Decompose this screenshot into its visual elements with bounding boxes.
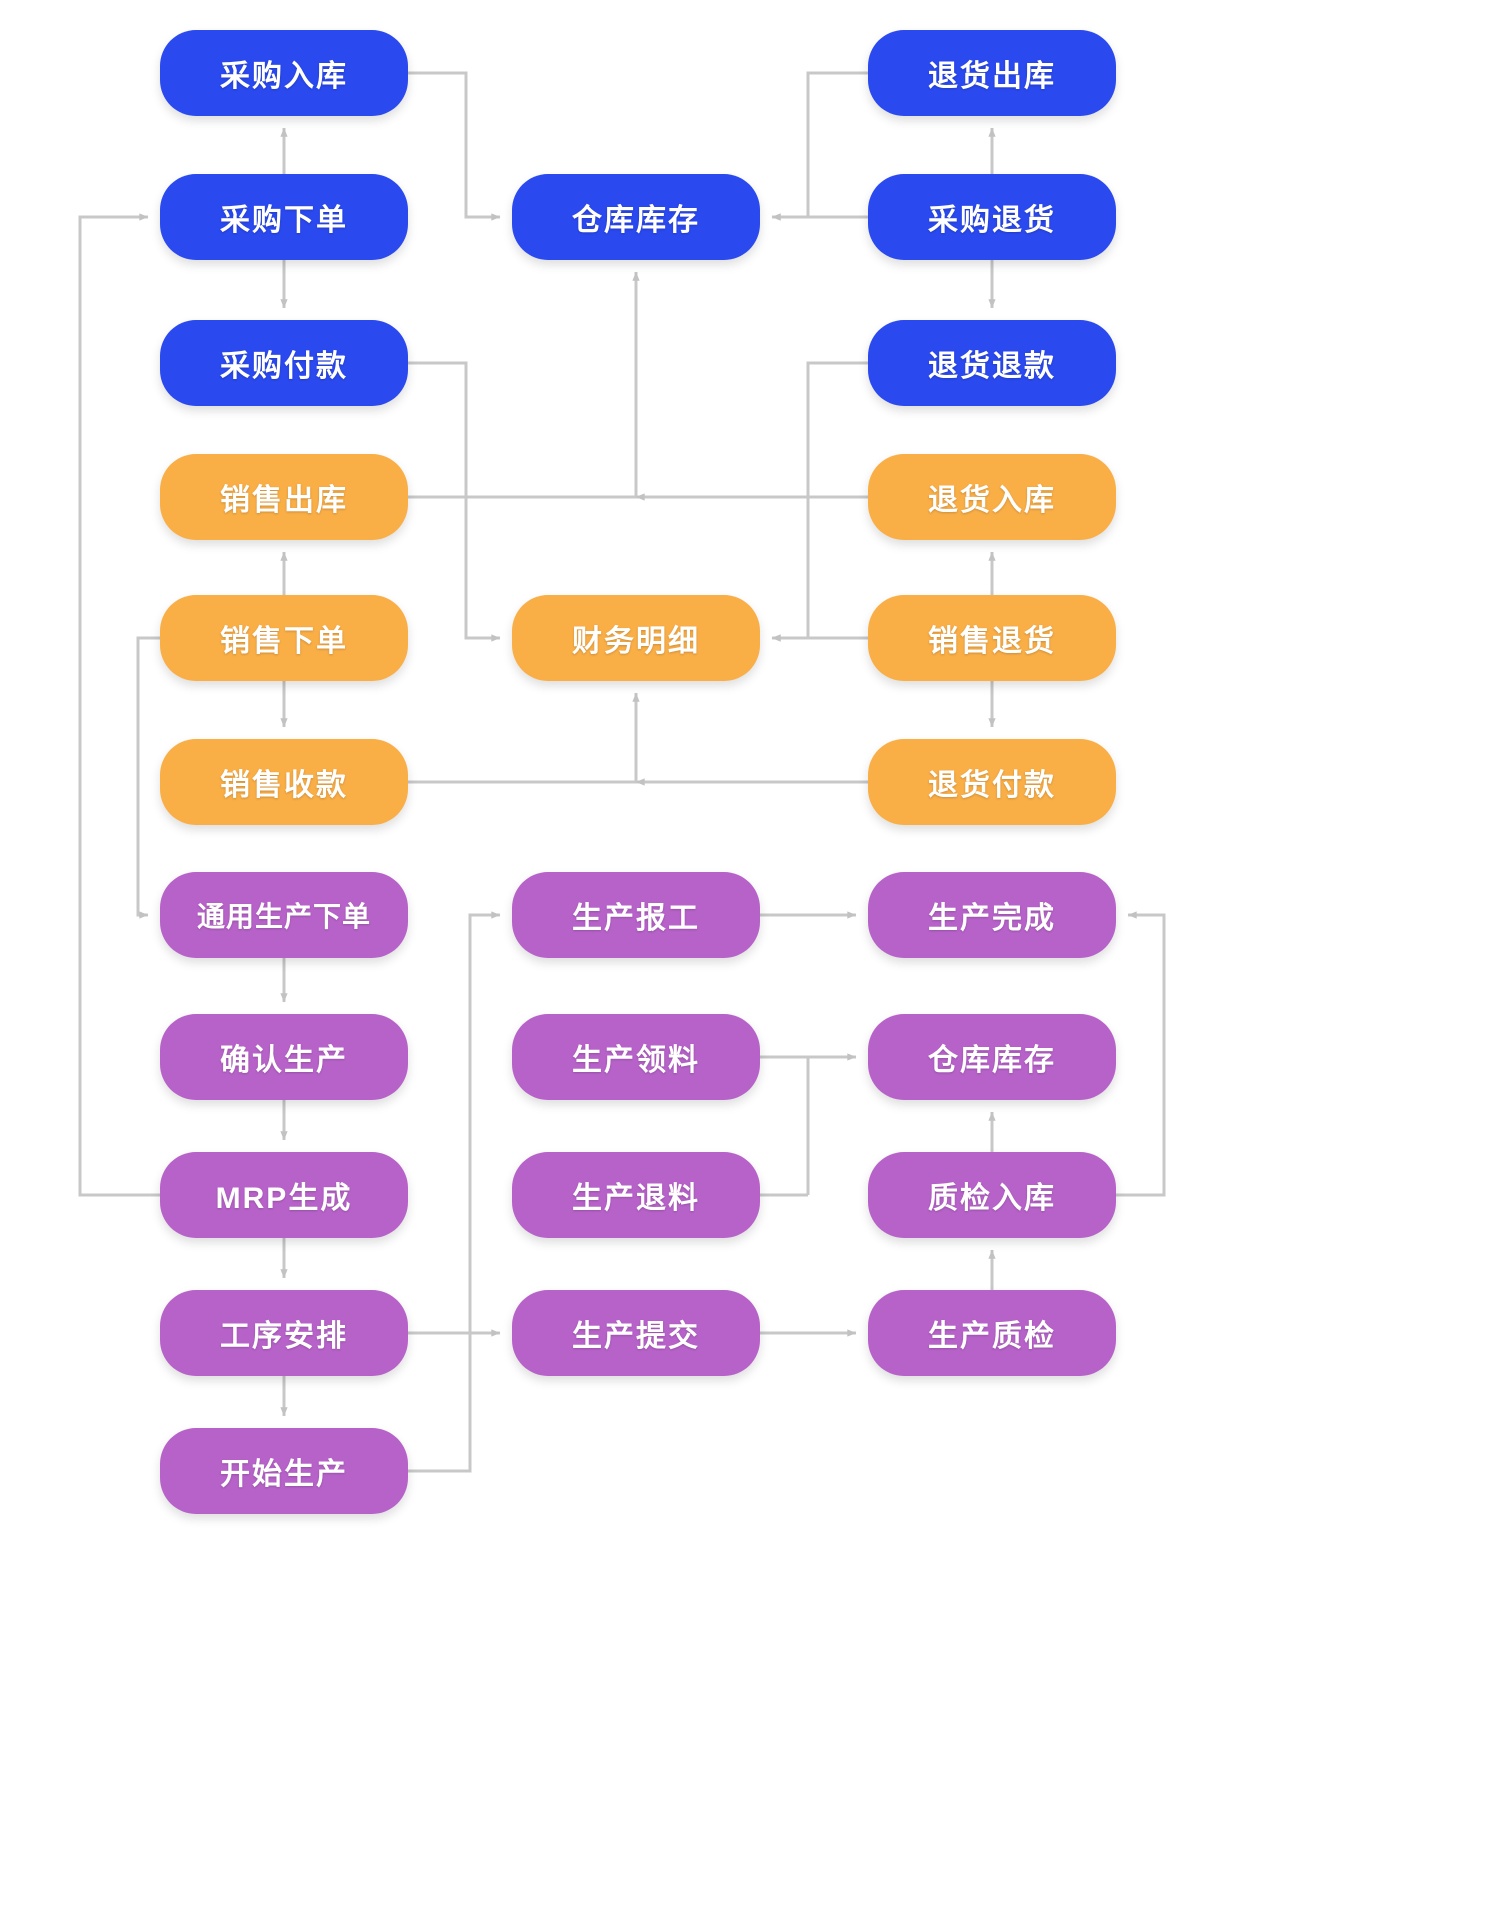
edge-n7-n11 (771, 361, 868, 642)
node-生产报工[interactable]: 生产报工 (512, 872, 760, 958)
node-确认生产[interactable]: 确认生产 (160, 1014, 408, 1100)
edge-n8-n4 (408, 271, 640, 499)
node-退货退款[interactable]: 退货退款 (868, 320, 1116, 406)
node-退货出库[interactable]: 退货出库 (868, 30, 1116, 116)
node-销售出库[interactable]: 销售出库 (160, 454, 408, 540)
edge-n13-n11 (408, 692, 640, 784)
edge-n10-n15 (136, 636, 160, 919)
edge-n23-n17 (1116, 911, 1166, 1197)
edge-n21-n3 (78, 213, 160, 1197)
node-仓库库存-top[interactable]: 仓库库存 (512, 174, 760, 260)
node-销售收款[interactable]: 销售收款 (160, 739, 408, 825)
node-MRP生成[interactable]: MRP生成 (160, 1152, 408, 1238)
node-采购退货[interactable]: 采购退货 (868, 174, 1116, 260)
node-生产领料[interactable]: 生产领料 (512, 1014, 760, 1100)
node-开始生产[interactable]: 开始生产 (160, 1428, 408, 1514)
node-采购下单[interactable]: 采购下单 (160, 174, 408, 260)
node-退货付款[interactable]: 退货付款 (868, 739, 1116, 825)
edge-stub-n19-rail (760, 1055, 810, 1195)
node-生产提交[interactable]: 生产提交 (512, 1290, 760, 1376)
node-财务明细[interactable]: 财务明细 (512, 595, 760, 681)
node-生产质检[interactable]: 生产质检 (868, 1290, 1116, 1376)
node-采购付款[interactable]: 采购付款 (160, 320, 408, 406)
edge-n1-n4 (408, 71, 501, 221)
node-工序安排[interactable]: 工序安排 (160, 1290, 408, 1376)
node-质检入库[interactable]: 质检入库 (868, 1152, 1116, 1238)
node-退货入库[interactable]: 退货入库 (868, 454, 1116, 540)
node-销售下单[interactable]: 销售下单 (160, 595, 408, 681)
node-通用生产下单[interactable]: 通用生产下单 (160, 872, 408, 958)
node-采购入库[interactable]: 采购入库 (160, 30, 408, 116)
edge-n27-n16 (408, 911, 501, 1473)
node-生产退料[interactable]: 生产退料 (512, 1152, 760, 1238)
node-生产完成[interactable]: 生产完成 (868, 872, 1116, 958)
edge-n2-n4 (771, 71, 868, 221)
node-销售退货[interactable]: 销售退货 (868, 595, 1116, 681)
node-仓库库存-bottom[interactable]: 仓库库存 (868, 1014, 1116, 1100)
edge-n6-n11 (408, 361, 501, 642)
